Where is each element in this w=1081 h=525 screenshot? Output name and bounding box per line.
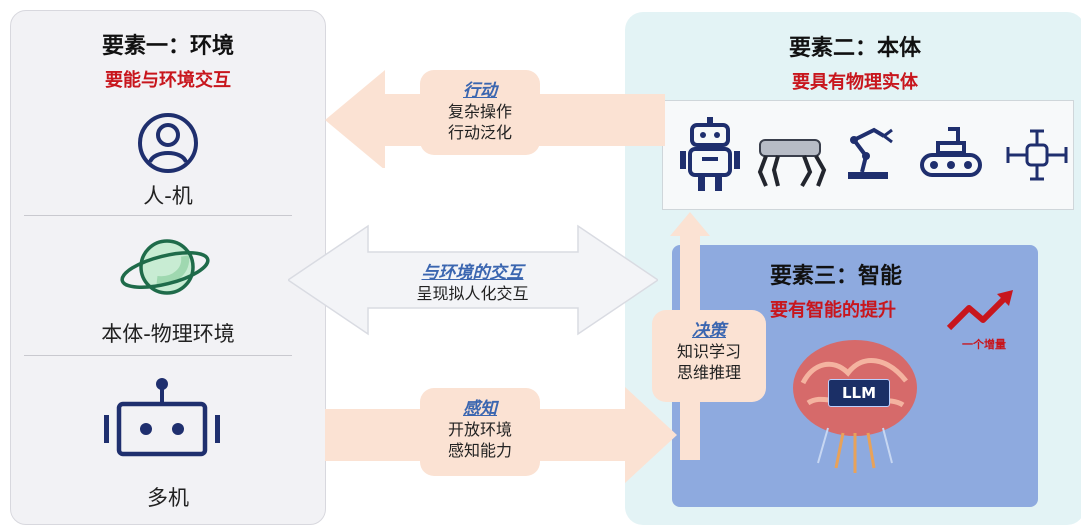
action-line-1: 复杂操作 xyxy=(447,102,512,121)
action-title: 行动 xyxy=(463,81,497,101)
drone-icon xyxy=(1006,129,1068,181)
action-label-box: 行动 复杂操作 行动泛化 xyxy=(420,70,540,155)
trend-up-icon xyxy=(946,290,1013,331)
item-label-multi-robot: 多机 xyxy=(147,486,189,510)
embodiment-title: 要素二：本体 xyxy=(788,36,921,61)
intelligence-title: 要素三：智能 xyxy=(770,264,903,289)
decision-title: 决策 xyxy=(692,321,726,341)
planet-icon xyxy=(120,239,210,295)
intelligence-subtitle: 要有智能的提升 xyxy=(770,300,896,321)
increment-label: 一个增量 xyxy=(962,338,1006,351)
perception-label-box: 感知 开放环境 感知能力 xyxy=(420,388,540,476)
bot-icon xyxy=(104,378,220,457)
perception-line-2: 感知能力 xyxy=(447,441,512,460)
item-label-human-machine: 人-机 xyxy=(143,184,193,208)
quadruped-robot-icon xyxy=(757,139,827,187)
robot-arm-icon xyxy=(848,127,893,179)
interaction-line-1: 呈现拟人化交互 xyxy=(416,284,529,303)
divider xyxy=(24,355,292,356)
llm-badge: LLM xyxy=(828,379,890,407)
humanoid-robot-icon xyxy=(680,117,740,191)
environment-subtitle: 要能与环境交互 xyxy=(105,70,231,91)
interaction-arrow xyxy=(288,224,658,336)
environment-title: 要素一：环境 xyxy=(101,34,234,59)
perception-line-1: 开放环境 xyxy=(447,420,512,439)
tracked-robot-icon xyxy=(920,127,982,177)
embodiment-subtitle: 要具有物理实体 xyxy=(792,72,918,93)
perception-title: 感知 xyxy=(463,399,497,419)
divider xyxy=(24,215,292,216)
user-icon xyxy=(138,113,198,173)
brain-icon xyxy=(793,340,917,473)
action-line-2: 行动泛化 xyxy=(447,123,512,142)
decision-line-2: 思维推理 xyxy=(676,363,741,382)
interaction-label: 与环境的交互 呈现拟人化交互 xyxy=(380,258,565,304)
item-label-body-physical: 本体-物理环境 xyxy=(101,322,235,346)
decision-line-1: 知识学习 xyxy=(676,342,741,361)
interaction-title: 与环境的交互 xyxy=(421,263,524,283)
decision-label-box: 决策 知识学习 思维推理 xyxy=(652,310,766,402)
